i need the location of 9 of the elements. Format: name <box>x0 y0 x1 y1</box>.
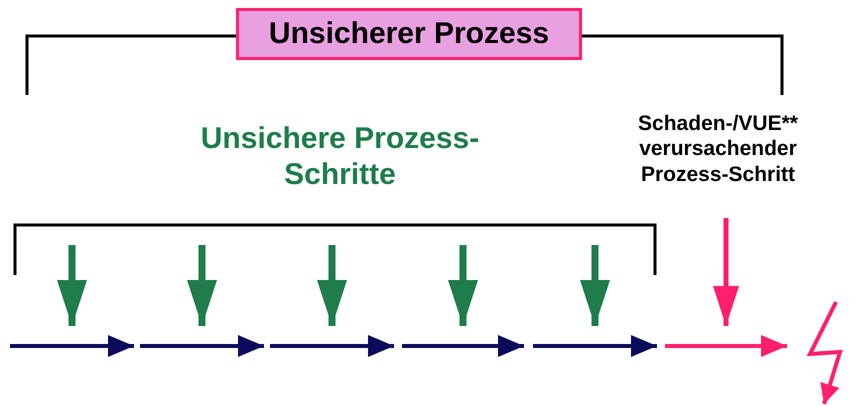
arrow <box>580 245 610 326</box>
arrow <box>187 245 217 326</box>
step-description: Schaden-/VUE** verursachender Prozess-Schritt <box>598 100 838 198</box>
arrow <box>57 245 87 326</box>
arrow <box>317 245 347 326</box>
arrow <box>448 245 478 326</box>
arrow <box>713 218 739 326</box>
group-heading: Unsichere Prozess-Schritte <box>180 112 500 202</box>
title-box: Unsicherer Prozess <box>236 8 582 60</box>
